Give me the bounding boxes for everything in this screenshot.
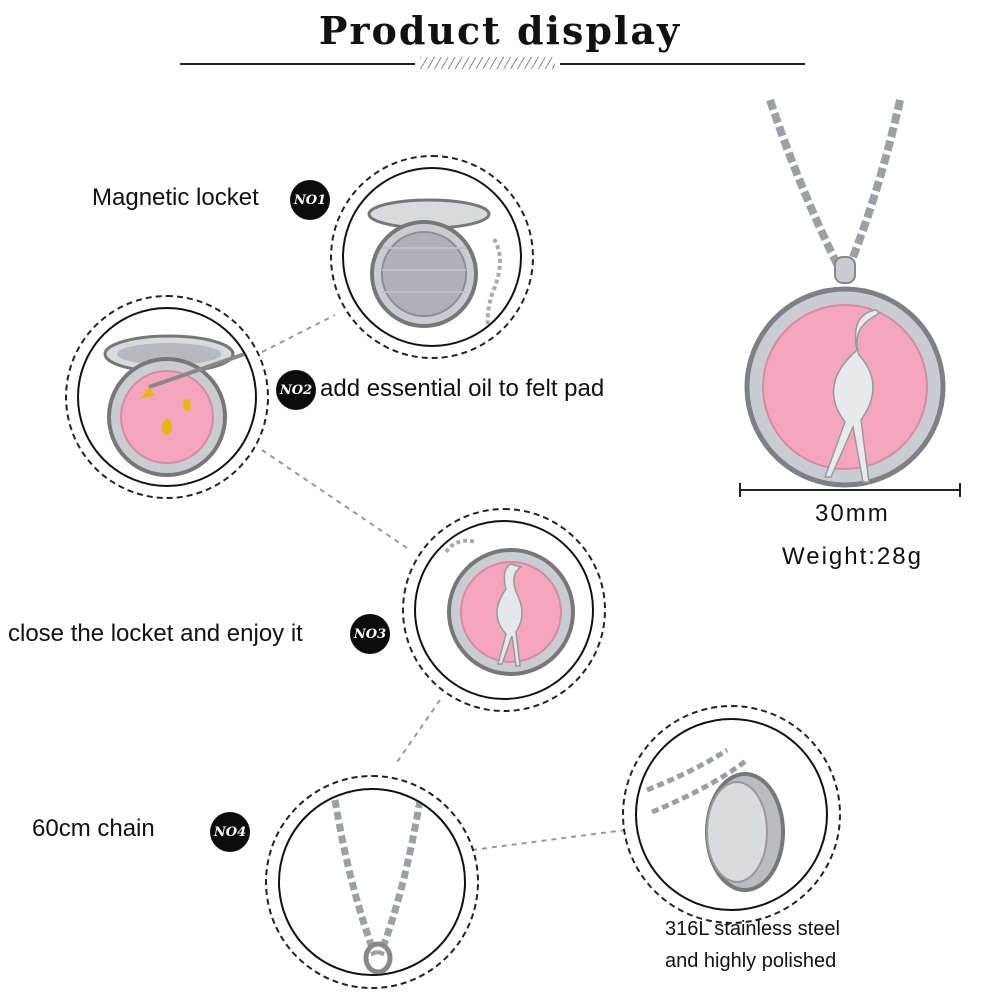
material-line1: 316L stainless steel — [665, 918, 840, 940]
steel-image — [635, 718, 828, 911]
dimension-line — [739, 483, 961, 497]
step2-ring — [65, 295, 269, 499]
step3-ring — [402, 508, 606, 712]
step4-badge: NO4 — [210, 812, 250, 852]
page-title: Product display — [318, 8, 682, 53]
step3-badge: NO3 — [350, 614, 390, 654]
title-hatch — [420, 57, 555, 69]
step2-label: add essential oil to felt pad — [320, 375, 605, 402]
step1-image — [342, 167, 522, 347]
step2-badge: NO2 — [276, 370, 316, 410]
step4-ring — [265, 775, 479, 989]
step4-image — [278, 788, 466, 976]
step1-label: Magnetic locket — [92, 184, 259, 211]
size-label: 30mm — [815, 500, 890, 527]
title-rule-right — [560, 63, 805, 65]
step4-label: 60cm chain — [32, 815, 155, 842]
step2-image — [77, 307, 257, 487]
step1-badge: NO1 — [290, 180, 330, 220]
steel-ring — [622, 705, 841, 924]
main-pendant-image — [744, 98, 946, 488]
title-rule-left — [180, 63, 415, 65]
step1-ring — [330, 155, 534, 359]
material-line2: and highly polished — [665, 950, 837, 972]
step3-image — [414, 520, 594, 700]
weight-label: Weight:28g — [782, 543, 923, 570]
step3-label: close the locket and enjoy it — [8, 620, 303, 647]
